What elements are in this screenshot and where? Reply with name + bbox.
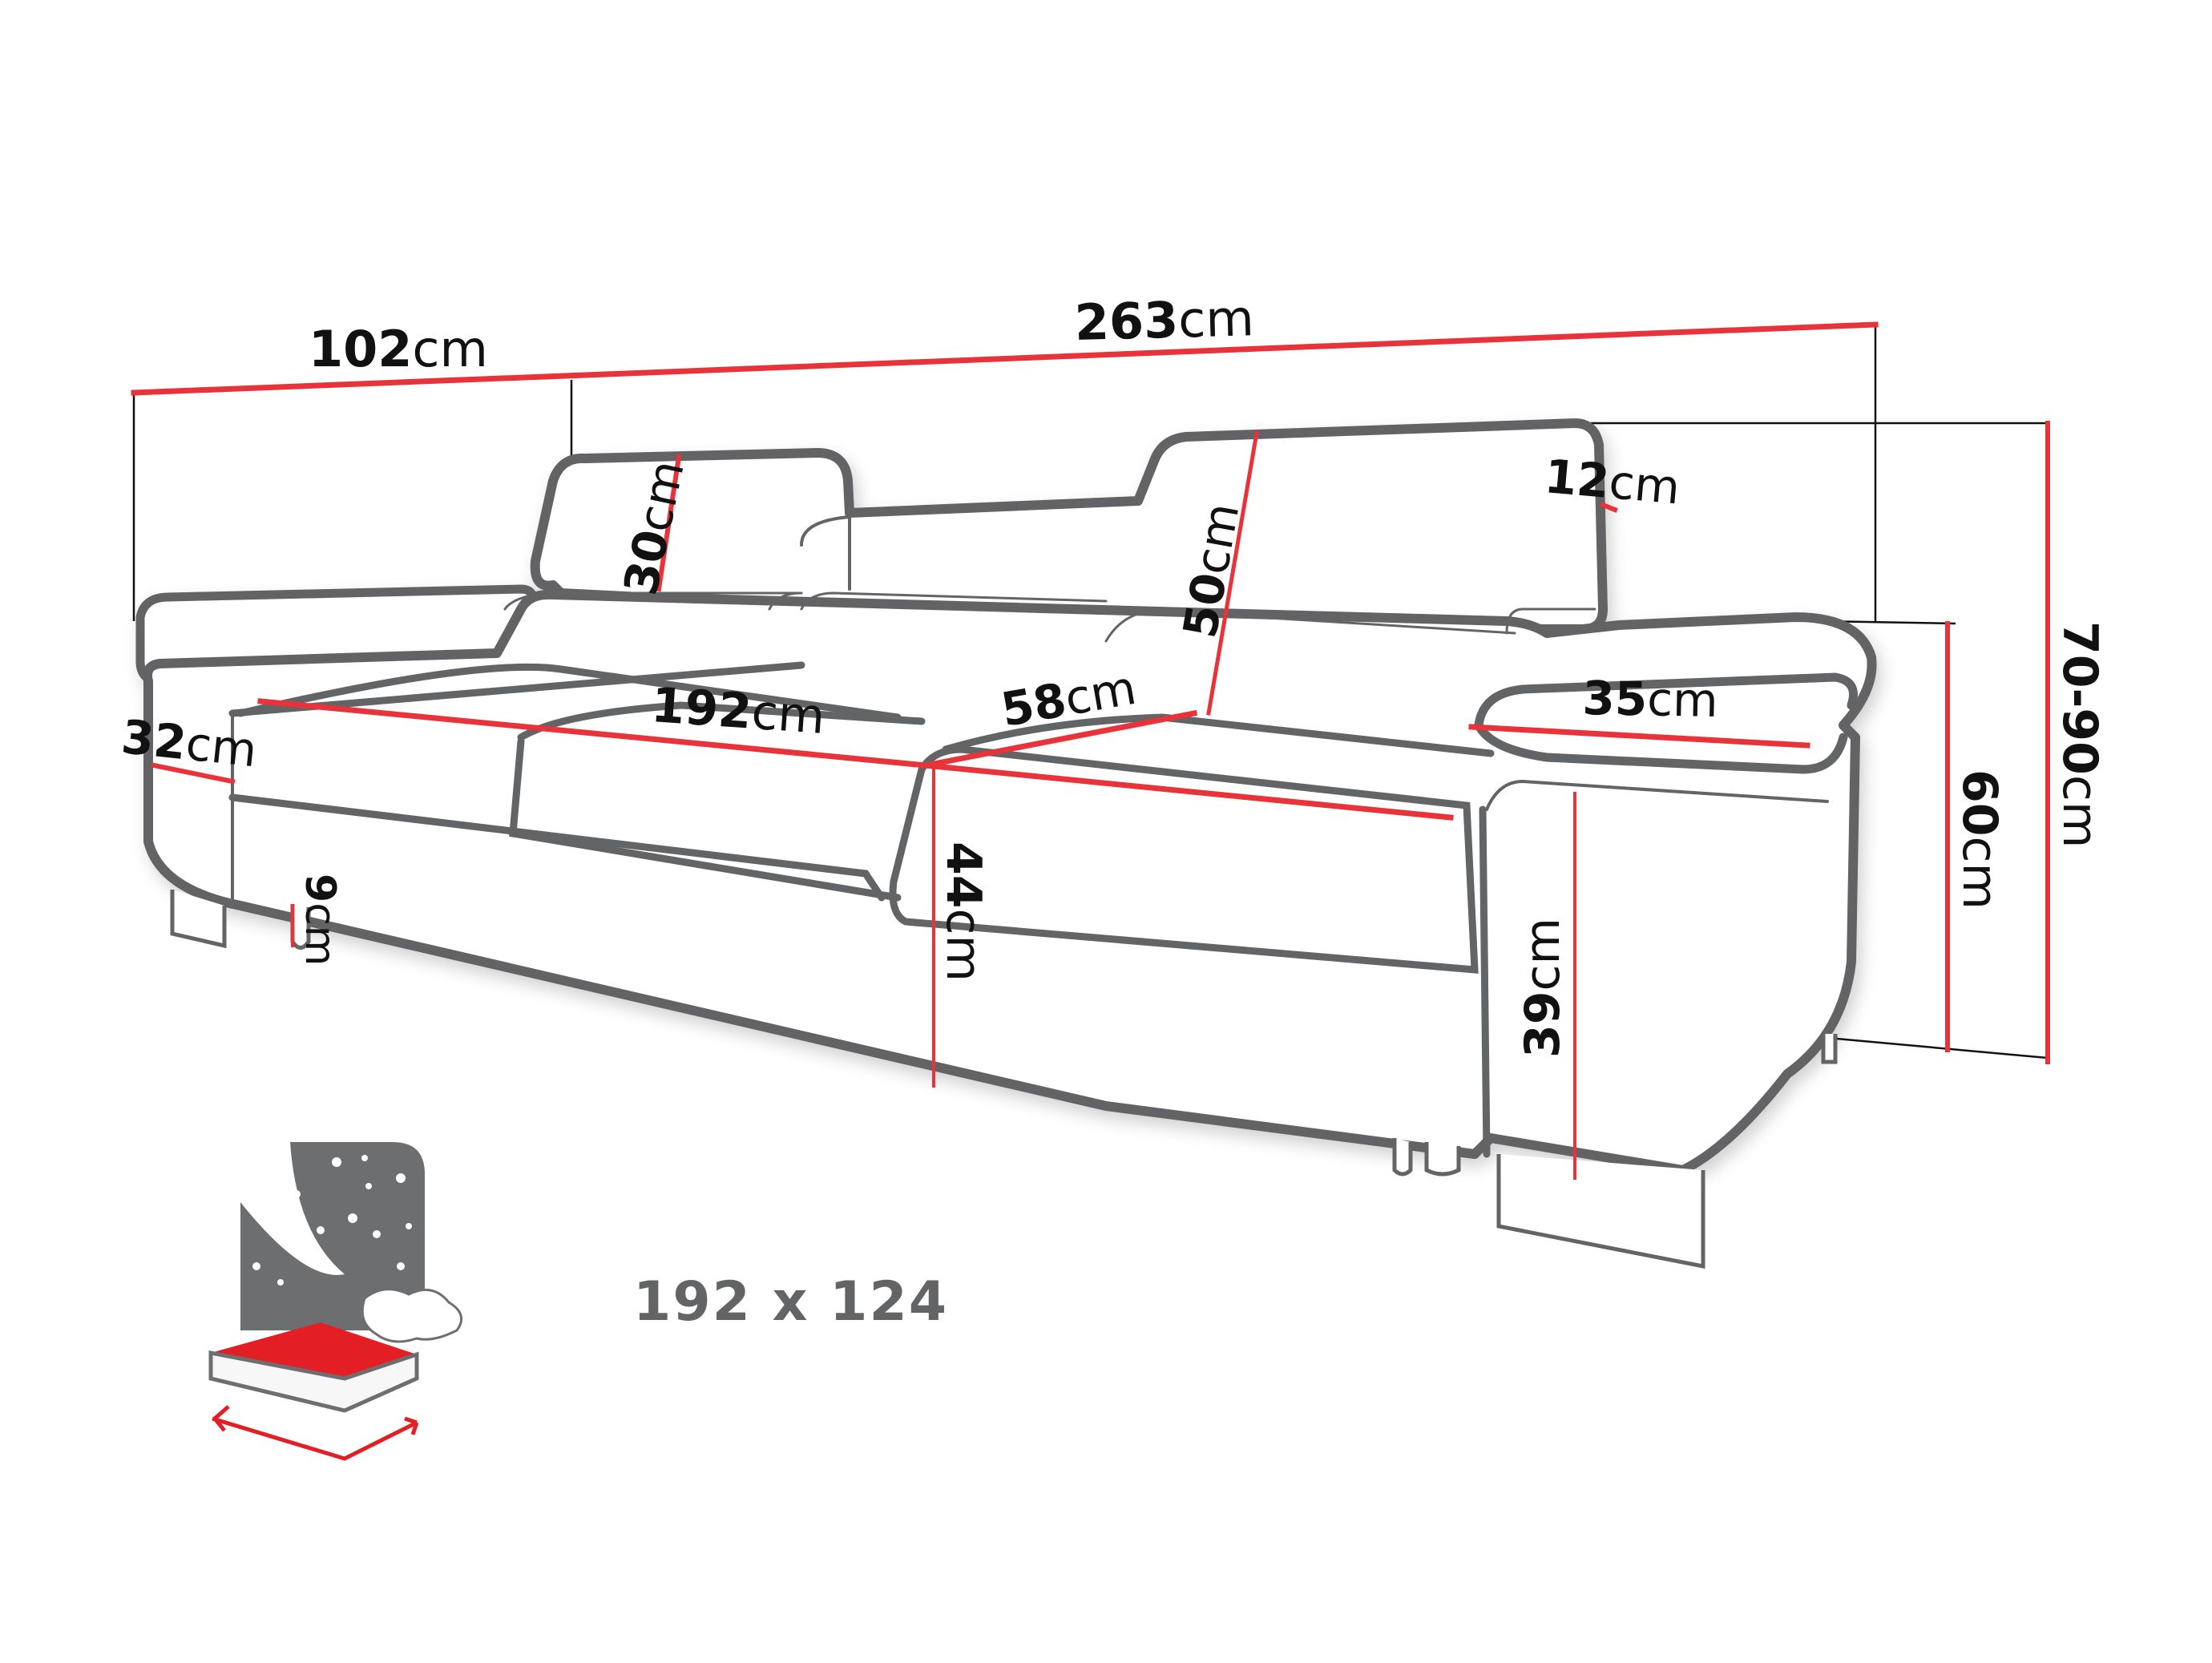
value: 263 xyxy=(1073,290,1180,352)
sleeping-area-bed-icon xyxy=(208,1142,463,1461)
label-total-height: 70-90cm xyxy=(2052,621,2108,848)
unit: cm xyxy=(1606,454,1682,515)
value: 60 xyxy=(1952,769,2008,837)
label-side-width: 32cm xyxy=(119,709,260,778)
value: 102 xyxy=(309,320,413,378)
value: 39 xyxy=(1515,991,1571,1059)
unit: cm xyxy=(2052,774,2108,849)
sofa-outline xyxy=(135,418,1877,1175)
unit: cm xyxy=(1646,672,1719,728)
unit: cm xyxy=(1952,836,2008,910)
label-seat-height: 44cm xyxy=(935,842,991,982)
label-headrest-thickness: 12cm xyxy=(1543,449,1682,515)
value: 192 xyxy=(649,677,754,741)
value: 44 xyxy=(935,842,991,909)
value: 9 xyxy=(296,874,344,903)
label-armrest-width: 35cm xyxy=(1582,671,1719,728)
value: 35 xyxy=(1581,671,1648,727)
sofa-details xyxy=(228,515,1858,1158)
value: 50 xyxy=(1173,568,1238,642)
label-seat-width: 192cm xyxy=(649,677,826,745)
unit: cm xyxy=(1177,289,1255,349)
unit: cm xyxy=(935,908,991,982)
dimension-lines xyxy=(131,321,2050,1180)
unit: cm xyxy=(183,716,260,778)
label-width-total: 263cm xyxy=(1073,289,1255,352)
unit: cm xyxy=(749,684,827,745)
value: 58 xyxy=(997,672,1071,738)
label-leg-height: 9cm xyxy=(296,874,344,967)
unit: cm xyxy=(296,902,344,967)
sofa-legs xyxy=(170,890,1838,1269)
extension-lines xyxy=(132,325,2049,1060)
label-base-height: 39cm xyxy=(1515,918,1571,1058)
unit: cm xyxy=(412,320,488,378)
value: 32 xyxy=(119,709,189,771)
unit: cm xyxy=(1515,918,1571,991)
label-depth-total: 102cm xyxy=(309,325,488,375)
value: 70-90 xyxy=(2052,621,2108,775)
sleeping-area-size: 192 x 124 xyxy=(633,1270,949,1334)
value: 12 xyxy=(1542,449,1612,509)
label-arm-height: 60cm xyxy=(1952,769,2008,910)
